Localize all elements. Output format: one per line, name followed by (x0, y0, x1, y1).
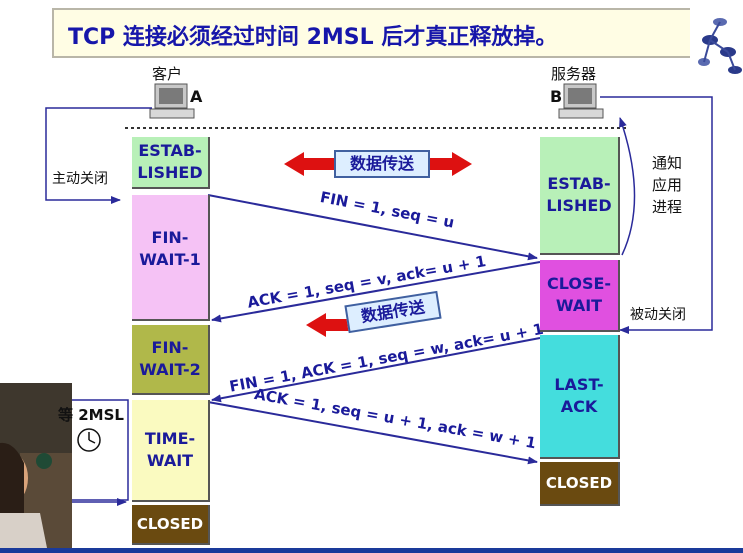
client-computer-icon (149, 83, 195, 119)
server-state-established: ESTAB- LISHED (540, 137, 620, 255)
page-title: TCP 连接必须经过时间 2MSL 后才真正释放掉。 (68, 25, 558, 50)
active-close-label: 主动关闭 (52, 171, 108, 187)
clock-icon (77, 428, 101, 452)
wait-2msl-label: 等 2MSL (58, 406, 124, 424)
notify-app-label: 通知 应用 进程 (652, 154, 683, 216)
client-host-label: 客户 (152, 65, 183, 83)
server-host-letter: B (550, 87, 563, 106)
client-state-fin-wait-2: FIN- WAIT-2 (132, 325, 210, 395)
client-state-fin-wait-1: FIN- WAIT-1 (132, 195, 210, 321)
data-transfer-bubble-1: 数据传送 (334, 150, 430, 178)
client-state-closed: CLOSED (132, 505, 210, 545)
client-host-letter: A (190, 87, 203, 106)
server-state-closed: CLOSED (540, 462, 620, 506)
passive-close-label: 被动关闭 (630, 307, 686, 323)
client-state-established: ESTAB- LISHED (132, 137, 210, 189)
server-state-close-wait: CLOSE- WAIT (540, 260, 620, 332)
server-state-last-ack: LAST- ACK (540, 335, 620, 459)
client-state-time-wait: TIME- WAIT (132, 400, 210, 502)
title-banner: TCP 连接必须经过时间 2MSL 后才真正释放掉。 (52, 8, 694, 58)
presenter-webcam (0, 383, 72, 553)
server-computer-icon (558, 83, 604, 119)
network-decoration-icon (690, 0, 743, 80)
bottom-bar (0, 548, 743, 553)
server-host-label: 服务器 (551, 65, 597, 83)
